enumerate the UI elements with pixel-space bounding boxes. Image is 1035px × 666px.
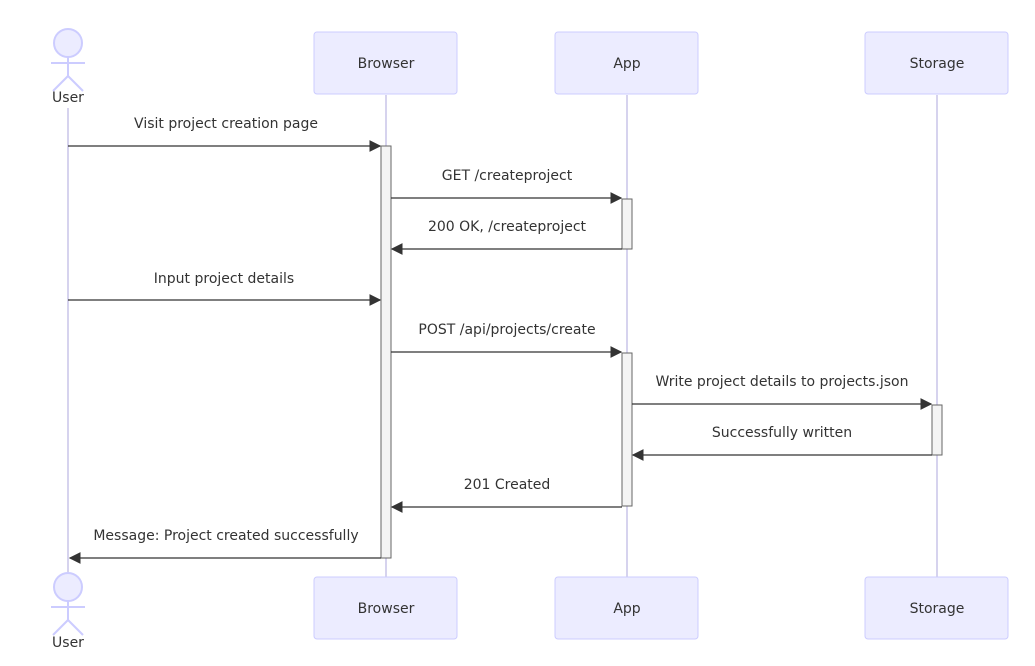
actor-head-icon: [53, 28, 83, 58]
participant-label-browser: Browser: [358, 56, 415, 72]
activation-storage: [931, 404, 943, 456]
message-label: Message: Project created successfully: [93, 528, 358, 544]
actor-user-top: User: [51, 28, 85, 106]
message-label: 200 OK, /createproject: [428, 219, 587, 235]
message-4: Input project details: [68, 271, 382, 306]
message-label: Write project details to projects.json: [655, 374, 908, 390]
participant-label-browser: Browser: [358, 601, 415, 617]
actor-label-user: User: [52, 635, 84, 651]
message-9: Message: Project created successfully: [68, 528, 381, 564]
message-3: 200 OK, /createproject: [390, 219, 622, 255]
message-6: Write project details to projects.json: [632, 374, 933, 410]
participant-browser-top: Browser: [313, 31, 458, 95]
actor-head-icon: [53, 572, 83, 602]
participant-browser-bottom: Browser: [313, 576, 458, 640]
message-label: POST /api/projects/create: [418, 322, 595, 338]
actor-user-bottom: User: [51, 572, 85, 651]
activation-browser: [380, 145, 392, 559]
participant-storage-bottom: Storage: [864, 576, 1009, 640]
message-label: Input project details: [154, 271, 294, 287]
message-7: Successfully written: [631, 425, 932, 461]
activation-app-post: [621, 352, 633, 507]
participant-label-storage: Storage: [910, 56, 965, 72]
activation-app-get: [621, 198, 633, 250]
participant-label-app: App: [613, 56, 640, 72]
participant-label-app: App: [613, 601, 640, 617]
actor-label-user: User: [52, 90, 84, 106]
participant-storage-top: Storage: [864, 31, 1009, 95]
participant-app-top: App: [554, 31, 699, 95]
message-label: Successfully written: [712, 425, 852, 441]
message-8: 201 Created: [390, 477, 622, 513]
message-label: 201 Created: [464, 477, 551, 493]
message-label: Visit project creation page: [134, 116, 318, 132]
message-5: POST /api/projects/create: [391, 322, 623, 358]
message-1: Visit project creation page: [68, 116, 382, 152]
message-2: GET /createproject: [391, 168, 623, 204]
participant-label-storage: Storage: [910, 601, 965, 617]
participant-app-bottom: App: [554, 576, 699, 640]
message-label: GET /createproject: [442, 168, 573, 184]
